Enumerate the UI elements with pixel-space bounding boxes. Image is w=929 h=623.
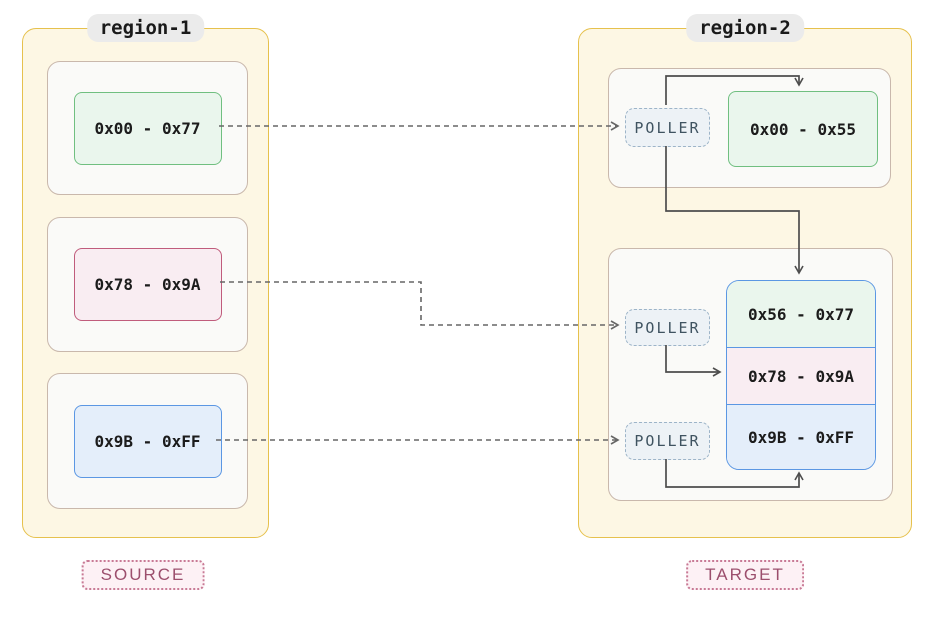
region-1-group-1: 0x00 - 0x77: [47, 61, 248, 195]
source-tag: SOURCE: [81, 560, 205, 590]
region-1-group-2: 0x78 - 0x9A: [47, 217, 248, 352]
target-stacked-block: 0x56 - 0x77 0x78 - 0x9A 0x9B - 0xFF: [726, 280, 876, 470]
poller-1-node: POLLER: [625, 108, 710, 147]
region-1-label: region-1: [86, 14, 205, 42]
dashed-arrow-block2-to-poller2: [220, 281, 620, 330]
target-segment-0x9B-0xFF: 0x9B - 0xFF: [727, 405, 875, 469]
region-2-group-top: POLLER 0x00 - 0x55: [608, 68, 891, 188]
target-tag: TARGET: [686, 560, 804, 590]
region-2-label: region-2: [686, 14, 804, 42]
source-block-0x9B-0xFF: 0x9B - 0xFF: [73, 404, 222, 478]
region-2-container: region-2 POLLER 0x00 - 0x55 POLLER POLLE…: [578, 14, 912, 538]
target-segment-0x78-0x9A: 0x78 - 0x9A: [727, 347, 875, 405]
source-block-0x78-0x9A: 0x78 - 0x9A: [73, 248, 222, 321]
source-block-0x00-0x77: 0x00 - 0x77: [73, 91, 222, 165]
poller-2-node: POLLER: [625, 309, 710, 346]
target-segment-0x56-0x77: 0x56 - 0x77: [727, 281, 875, 347]
poller-3-node: POLLER: [625, 422, 710, 460]
region-2-group-bottom: POLLER POLLER 0x56 - 0x77 0x78 - 0x9A 0x…: [608, 248, 893, 501]
region-1-group-3: 0x9B - 0xFF: [47, 373, 248, 509]
target-block-0x00-0x55: 0x00 - 0x55: [728, 91, 878, 167]
region-1-container: region-1 0x00 - 0x77 0x78 - 0x9A 0x9B - …: [22, 14, 269, 538]
